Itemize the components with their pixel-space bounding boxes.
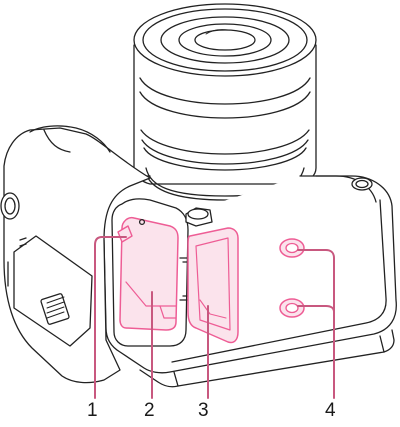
callout-lines [94, 236, 335, 399]
callout-line-4b [297, 305, 335, 313]
grip [0, 125, 151, 384]
callout-line-4a [297, 249, 335, 399]
callout-line-1 [94, 236, 127, 399]
callout-number-1: 1 [87, 400, 98, 421]
callout-number-4: 4 [325, 400, 336, 421]
callout-number-2: 2 [144, 400, 155, 421]
lens [133, 3, 317, 201]
tripod-sockets [279, 238, 305, 318]
callout-number-3: 3 [198, 400, 209, 421]
battery-cover [185, 207, 239, 344]
